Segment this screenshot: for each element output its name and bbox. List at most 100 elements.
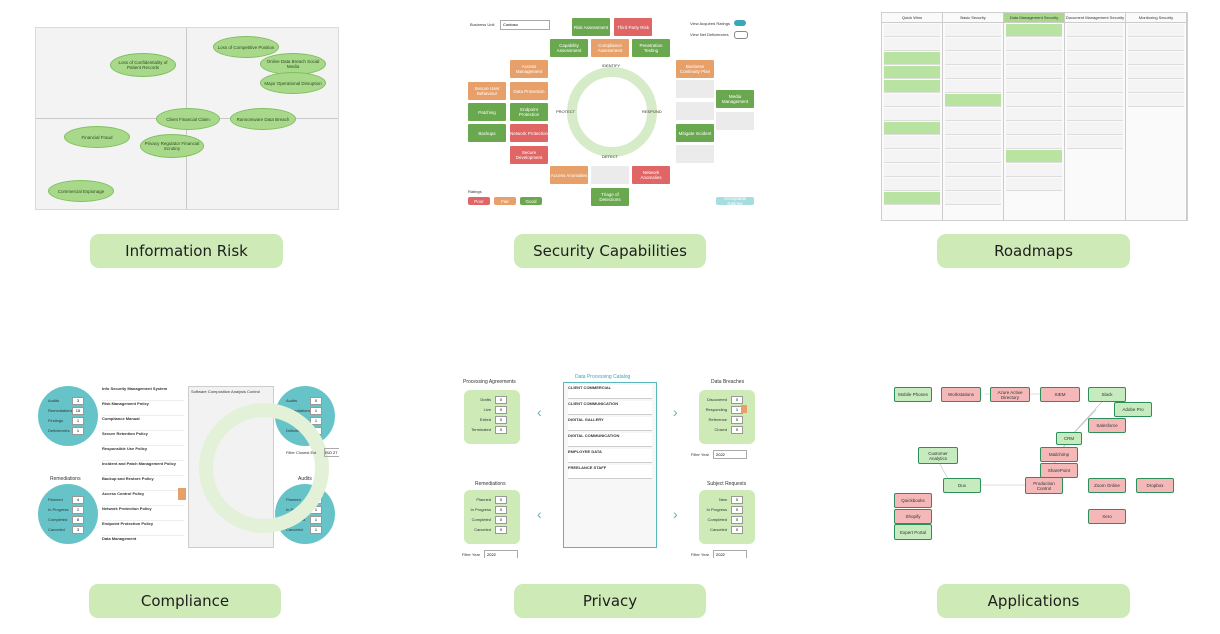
chevron-left-icon[interactable]: ‹ (537, 404, 542, 420)
rating-good-button[interactable]: Good (520, 197, 542, 205)
roadmap-card[interactable] (1006, 66, 1062, 79)
roadmap-card[interactable] (1006, 136, 1062, 149)
risk-bubble[interactable]: Commercial Espionage (48, 180, 114, 202)
capability-box[interactable]: Backups (468, 124, 506, 142)
roadmaps-label[interactable]: Roadmaps (937, 234, 1130, 268)
roadmap-card[interactable] (945, 38, 1001, 51)
roadmap-card[interactable] (884, 192, 940, 205)
rating-fair-button[interactable]: Fair (494, 197, 516, 205)
roadmap-card[interactable] (884, 150, 940, 163)
capability-box[interactable]: Capability Assessment (550, 39, 588, 57)
roadmap-card[interactable] (1006, 80, 1062, 93)
compliance-label[interactable]: Compliance (89, 584, 281, 618)
app-node[interactable]: Azure Active Directory (990, 387, 1030, 402)
roadmap-card[interactable] (945, 150, 1001, 163)
roadmap-card[interactable] (945, 66, 1001, 79)
roadmap-card[interactable] (1128, 80, 1184, 93)
policy-item[interactable]: Info Security Management System (102, 386, 184, 401)
roadmap-card[interactable] (945, 94, 1001, 107)
risk-bubble[interactable]: Privacy Regulator Financial Scrutiny (140, 134, 204, 158)
security-capabilities-thumbnail[interactable]: Business Unit Contoso View Acquired Rati… (464, 14, 759, 210)
privacy-label[interactable]: Privacy (514, 584, 706, 618)
roadmap-card[interactable] (884, 38, 940, 51)
catalog-item[interactable]: FREELANCE STAFF (568, 465, 652, 479)
roadmap-card[interactable] (884, 164, 940, 177)
capability-box[interactable]: Secure Development (510, 146, 548, 164)
app-node[interactable]: SharePoint (1040, 463, 1078, 478)
catalog-item[interactable]: EMPLOYEE DATA (568, 449, 652, 463)
roadmap-card[interactable] (884, 108, 940, 121)
information-risk-label[interactable]: Information Risk (90, 234, 283, 268)
policy-item[interactable]: Data Management (102, 536, 184, 549)
app-node[interactable]: Dropbox (1136, 478, 1174, 493)
app-node[interactable]: Xero (1088, 509, 1126, 524)
catalog-item[interactable]: CLIENT COMMERCIAL (568, 385, 652, 399)
roadmap-card[interactable] (945, 24, 1001, 37)
policy-item[interactable]: Responsible Use Policy (102, 446, 184, 461)
roadmap-card[interactable] (1006, 164, 1062, 177)
acceptable-ratings-button[interactable]: Acceptable Ratings (716, 196, 754, 206)
app-node[interactable]: Adobe Pro (1114, 402, 1152, 417)
policy-item[interactable]: Endpoint Protection Policy (102, 521, 184, 536)
risk-bubble[interactable]: Major Operational Disruption (260, 72, 326, 94)
risk-bubble[interactable]: Financial Fraud (64, 126, 130, 148)
filter-year-select[interactable]: 2022 (713, 450, 747, 459)
roadmap-card[interactable] (945, 122, 1001, 135)
policy-item[interactable]: Access Control Policy (102, 491, 184, 506)
app-node[interactable]: Mobile Phones (894, 387, 932, 402)
app-node[interactable]: Quickbooks (894, 493, 932, 508)
capability-box[interactable]: Data Protection (510, 82, 548, 100)
roadmap-card[interactable] (884, 80, 940, 93)
policy-item[interactable]: Risk Management Policy (102, 401, 184, 416)
privacy-thumbnail[interactable]: Processing Agreements Data Breaches Reme… (459, 374, 761, 558)
catalog-item[interactable]: DIGITAL COMMUNICATION (568, 433, 652, 447)
roadmap-card[interactable] (1128, 94, 1184, 107)
app-node[interactable]: Workstations (941, 387, 981, 402)
app-node[interactable]: Customer Analytics (918, 447, 958, 464)
capability-box[interactable]: Secure User Behaviour (468, 82, 506, 100)
roadmap-card[interactable] (884, 178, 940, 191)
roadmap-card[interactable] (1006, 178, 1062, 191)
risk-bubble[interactable]: Client Financial Claim (156, 108, 220, 130)
toggle-acquired[interactable] (734, 20, 746, 26)
chevron-left-icon[interactable]: ‹ (537, 506, 542, 522)
business-unit-select[interactable]: Contoso (500, 20, 550, 30)
toggle-deficiencies[interactable] (734, 31, 748, 39)
roadmap-card[interactable] (884, 66, 940, 79)
app-node[interactable]: Dux (943, 478, 981, 493)
filter-select[interactable]: ISO 27 (324, 448, 339, 457)
policy-item[interactable]: Backup and Restore Policy (102, 476, 184, 491)
policy-item[interactable]: Secure Retention Policy (102, 431, 184, 446)
roadmap-card[interactable] (884, 24, 940, 37)
capability-box[interactable]: Triage of Detections (591, 188, 629, 206)
roadmap-card[interactable] (1128, 24, 1184, 37)
roadmap-card[interactable] (1067, 136, 1123, 149)
filter-year-select[interactable]: 2022 (713, 550, 747, 558)
roadmap-card[interactable] (1128, 38, 1184, 51)
roadmap-card[interactable] (945, 192, 1001, 205)
capability-box[interactable]: Compliance Assessment (591, 39, 629, 57)
app-node[interactable]: Mailchimp (1040, 447, 1078, 462)
roadmap-card[interactable] (1006, 150, 1062, 163)
app-node[interactable]: Slack (1088, 387, 1126, 402)
roadmap-card[interactable] (945, 108, 1001, 121)
roadmap-card[interactable] (1067, 38, 1123, 51)
roadmap-card[interactable] (1006, 94, 1062, 107)
roadmap-card[interactable] (1067, 94, 1123, 107)
app-node[interactable]: Salesforce (1088, 418, 1126, 433)
roadmap-card[interactable] (945, 80, 1001, 93)
capability-box[interactable]: Media Management (716, 90, 754, 108)
roadmap-card[interactable] (1067, 80, 1123, 93)
capability-box[interactable]: Network Anomalies (632, 166, 670, 184)
capability-box[interactable]: Mitigate Incident (676, 124, 714, 142)
app-node[interactable]: Expert Portal (894, 524, 932, 540)
roadmap-card[interactable] (1067, 108, 1123, 121)
filter-year-select[interactable]: 2022 (484, 550, 518, 558)
app-node[interactable]: CRM (1056, 432, 1082, 445)
capability-box[interactable]: Patching (468, 103, 506, 121)
applications-thumbnail[interactable]: Mobile Phones Workstations Azure Active … (885, 380, 1185, 542)
risk-bubble[interactable]: Loss of Competitive Position (213, 36, 279, 58)
app-node[interactable]: SIEM (1040, 387, 1080, 402)
